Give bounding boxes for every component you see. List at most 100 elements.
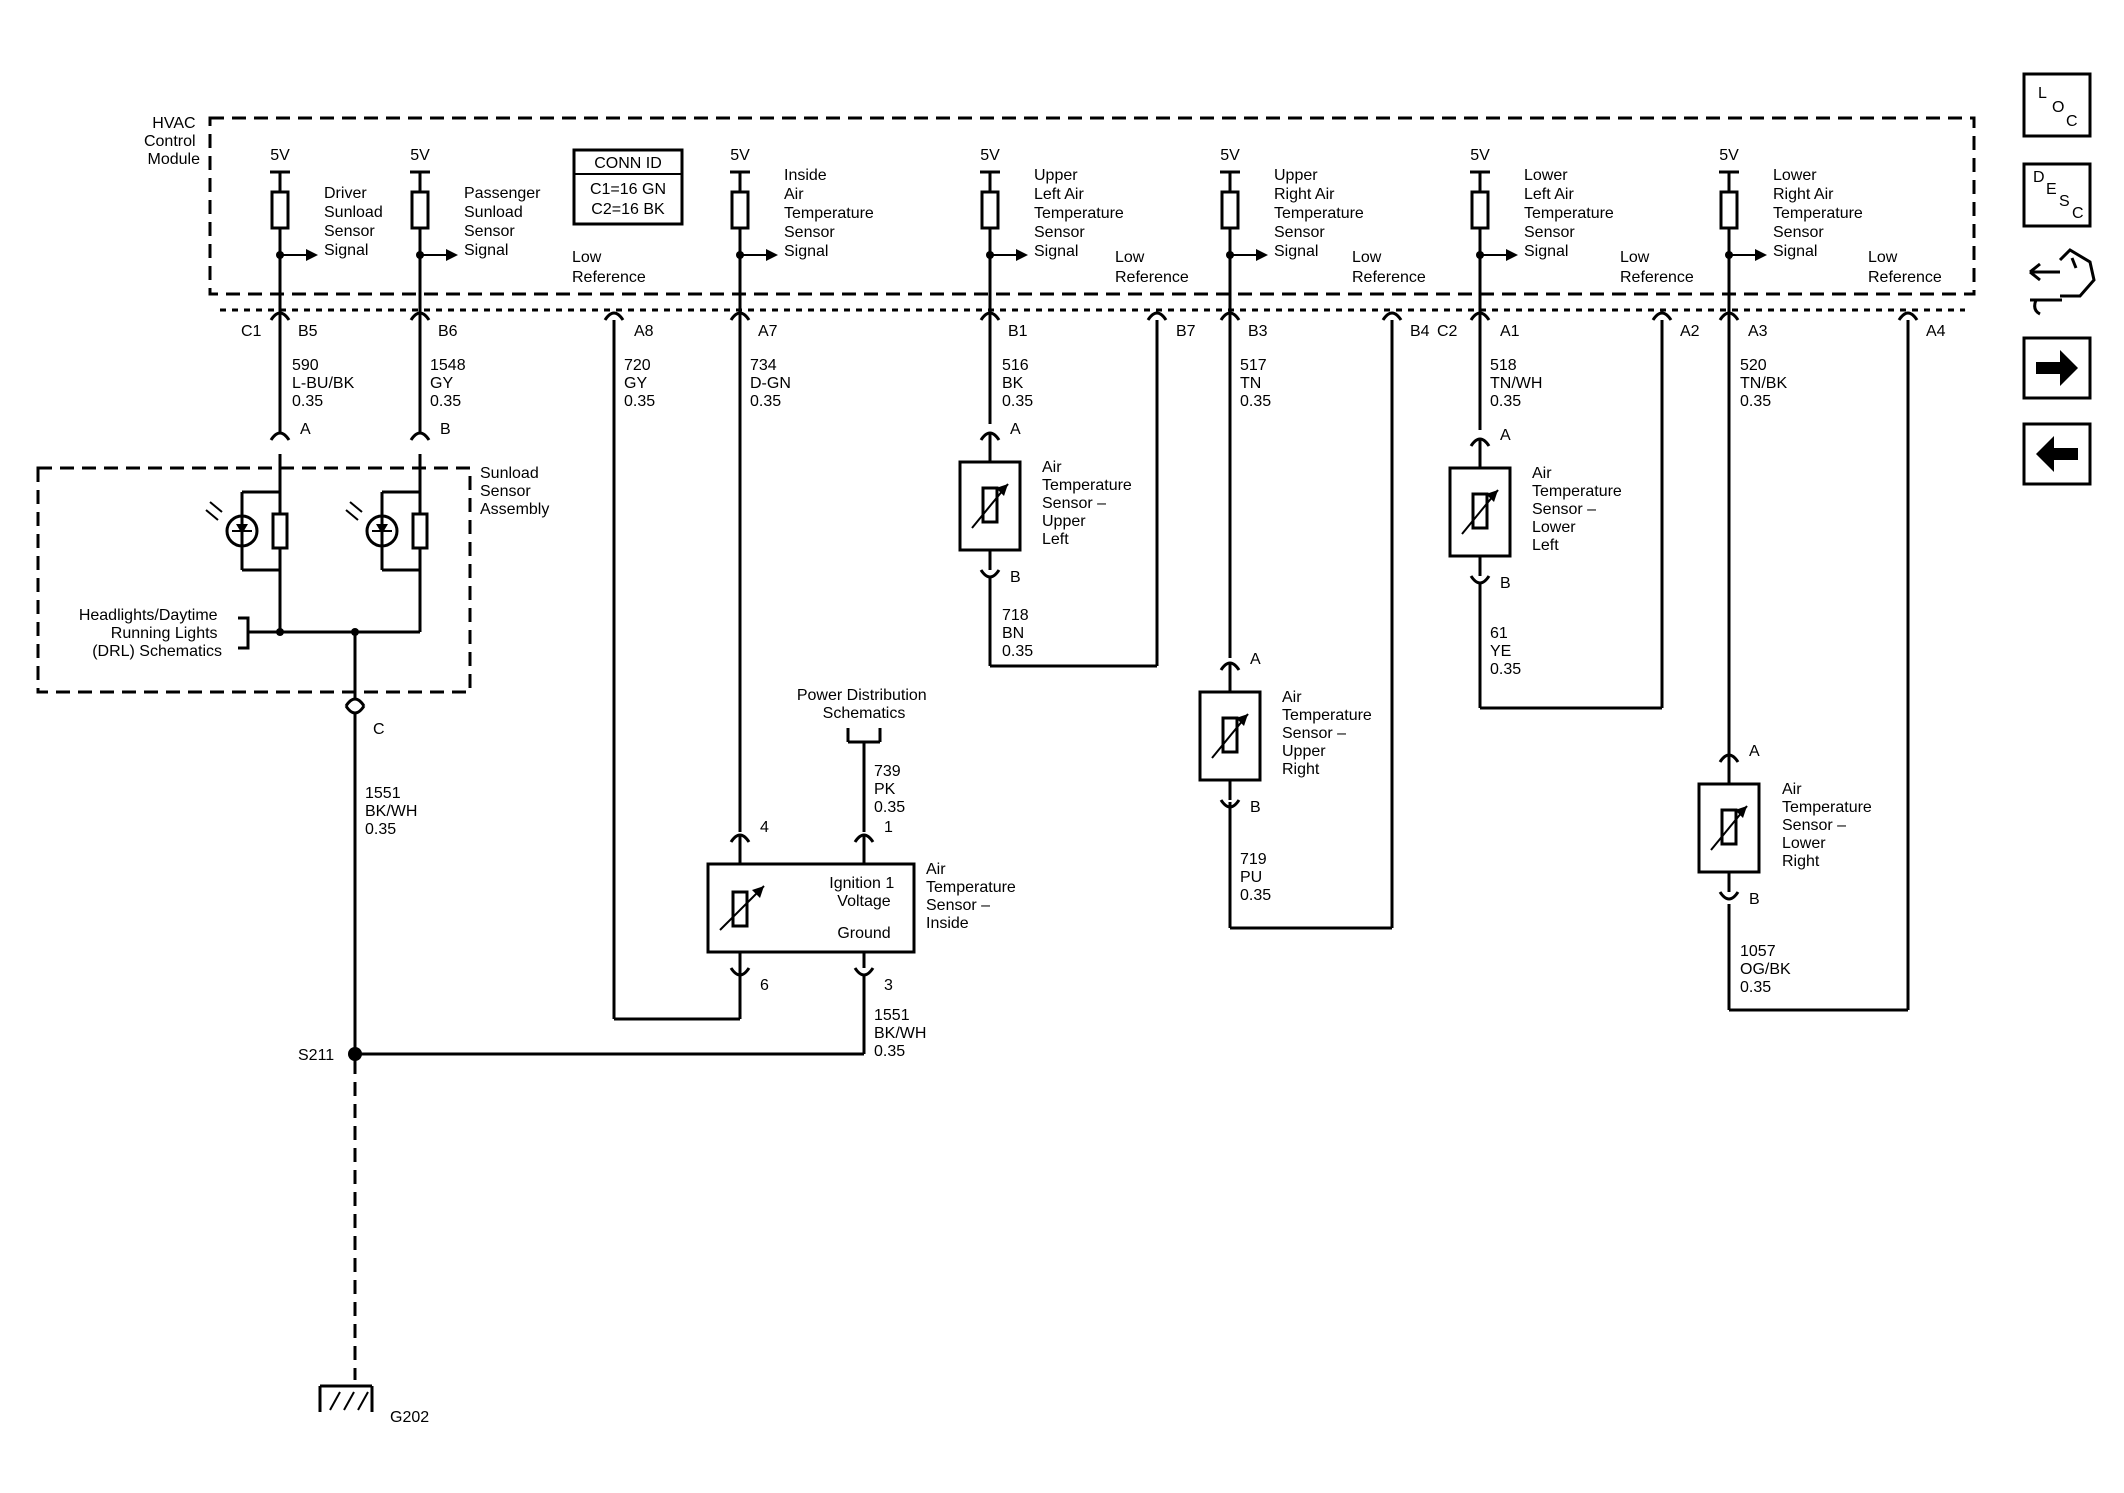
ground-label: G202: [390, 1409, 429, 1426]
inside-pin-1: 1: [884, 819, 893, 836]
desc-icon: D: [2033, 169, 2045, 186]
power-distribution-label: Power Distribution Schematics: [797, 687, 931, 722]
next-button[interactable]: [2022, 336, 2092, 400]
desc-button[interactable]: D E S C: [2022, 162, 2092, 228]
pin-label: B3: [1248, 323, 1268, 340]
splice-label: S211: [298, 1047, 334, 1064]
pin-label: A8: [634, 323, 654, 340]
sensor-pin-b: B: [1010, 569, 1021, 586]
connector-c1-label: C1: [241, 323, 262, 340]
svg-text:E: E: [2046, 181, 2057, 198]
pin-label: B4: [1410, 323, 1430, 340]
ground-g202-icon: [318, 1384, 374, 1412]
svg-text:O: O: [2052, 99, 2064, 116]
pin-label: B5: [298, 323, 318, 340]
pin-label: A2: [1680, 323, 1700, 340]
sunload-assembly-label: Sunload Sensor Assembly: [480, 465, 549, 518]
pin-label: B6: [438, 323, 458, 340]
headlights-drl-label: Headlights/Daytime Running Lights (DRL) …: [79, 607, 222, 660]
voltage-label: 5V: [1220, 147, 1240, 164]
voltage-label: 5V: [410, 147, 430, 164]
sensor-pin-a: A: [1500, 427, 1511, 444]
pin-label: A3: [1748, 323, 1768, 340]
pin-label: B7: [1176, 323, 1196, 340]
connector-c2-label: C2: [1437, 323, 1458, 340]
sensor-pin-b: B: [1250, 799, 1261, 816]
inside-pin-4: 4: [760, 819, 769, 836]
inside-sensor-label: Air Temperature Sensor – Inside: [926, 861, 1020, 932]
sensor-pin-b: B: [1500, 575, 1511, 592]
svg-text:CONN ID: CONN ID: [594, 155, 662, 172]
connector-icon: [2029, 248, 2096, 316]
wiring: [278, 312, 1910, 1380]
sensor-pin-a: A: [1250, 651, 1261, 668]
splice-s211: [348, 1047, 362, 1061]
conn-id-box: CONN ID C1=16 GN C2=16 BK: [572, 148, 684, 226]
svg-text:C: C: [2066, 113, 2078, 130]
previous-button[interactable]: [2022, 422, 2092, 486]
voltage-label: 5V: [1470, 147, 1490, 164]
loc-button[interactable]: L O C: [2022, 72, 2092, 138]
inside-sensor-ignition: Ignition 1 Voltage: [829, 875, 898, 910]
sensor-pin-b: B: [1749, 891, 1760, 908]
connector-button[interactable]: [2029, 248, 2096, 316]
voltage-label: 5V: [980, 147, 1000, 164]
sunload-internals: [205, 454, 429, 700]
svg-text:C: C: [2072, 205, 2084, 222]
inside-sensor-ground: Ground: [837, 925, 890, 942]
inside-sensor-box: [706, 862, 916, 954]
pin-label: A1: [1500, 323, 1520, 340]
voltage-label: 5V: [730, 147, 750, 164]
inside-pin-3: 3: [884, 977, 893, 994]
sunload-pin-b: B: [440, 421, 451, 438]
sunload-assembly-boundary: [36, 466, 472, 694]
inside-pin-6: 6: [760, 977, 769, 994]
arrow-left-icon: [2036, 436, 2078, 472]
pin-label: A4: [1926, 323, 1946, 340]
arrow-right-icon: [2036, 350, 2078, 386]
hvac-module-label: HVAC Control Module: [144, 115, 200, 168]
voltage-label: 5V: [270, 147, 290, 164]
svg-text:C2=16 BK: C2=16 BK: [591, 201, 665, 218]
voltage-label: 5V: [1719, 147, 1739, 164]
svg-text:S: S: [2059, 193, 2070, 210]
